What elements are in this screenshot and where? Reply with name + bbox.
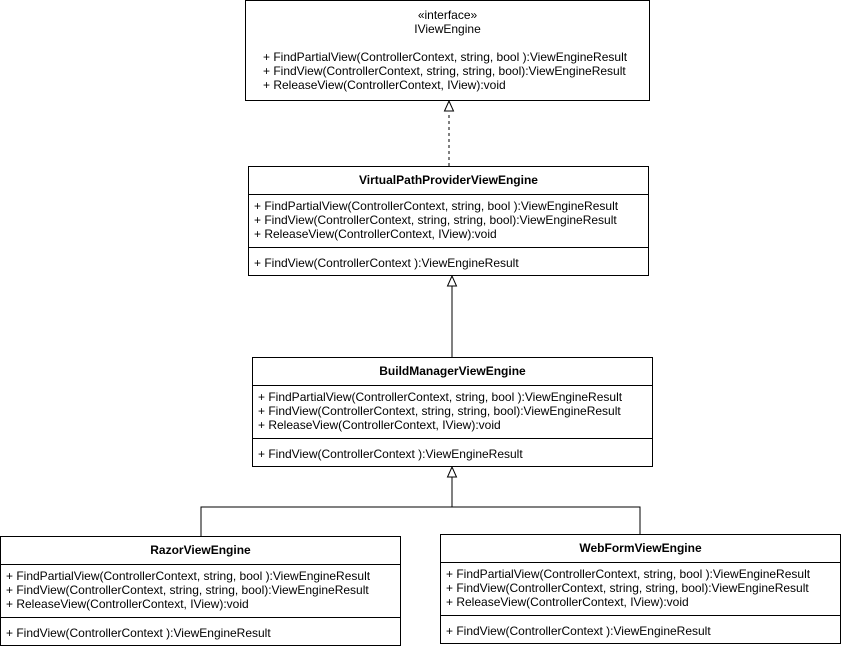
generalization-line-webform	[452, 506, 641, 534]
buildmanagerviewengine-class-box: BuildManagerViewEngine + FindPartialView…	[252, 357, 653, 467]
class-methods: + FindPartialView(ControllerContext, str…	[441, 563, 840, 615]
method-find-view: + FindView(ControllerContext, string, st…	[258, 404, 621, 418]
iviewengine-interface-box: «interface» IViewEngine + FindPartialVie…	[245, 0, 650, 101]
class-methods: + FindPartialView(ControllerContext, str…	[1, 565, 400, 617]
class-name: WebFormViewEngine	[579, 541, 702, 555]
method-release-view: + ReleaseView(ControllerContext, IView):…	[254, 227, 497, 241]
razorviewengine-class-box: RazorViewEngine + FindPartialView(Contro…	[0, 536, 401, 646]
class-methods: + FindPartialView(ControllerContext, str…	[253, 386, 652, 438]
method-find-view: + FindView(ControllerContext, string, st…	[6, 583, 369, 597]
class-name: RazorViewEngine	[150, 543, 251, 557]
method-find-partial-view: + FindPartialView(ControllerContext, str…	[258, 390, 623, 404]
generalization-arrowhead-vpp	[446, 274, 458, 287]
virtualpathproviderviewengine-class-box: VirtualPathProviderViewEngine + FindPart…	[248, 166, 649, 276]
realization-arrowhead	[443, 99, 455, 112]
generalization-arrowhead-buildmanager	[446, 465, 458, 478]
class-extra-method: + FindView(ControllerContext ):ViewEngin…	[446, 624, 711, 638]
method-release-view: + ReleaseView(ControllerContext, IView):…	[446, 595, 689, 609]
interface-name: IViewEngine	[414, 22, 481, 36]
class-name: BuildManagerViewEngine	[379, 364, 526, 378]
class-extra-method: + FindView(ControllerContext ):ViewEngin…	[254, 256, 519, 270]
method-release-view: + ReleaseView(ControllerContext, IView):…	[6, 597, 249, 611]
webformviewengine-class-box: WebFormViewEngine + FindPartialView(Cont…	[440, 534, 841, 644]
method-find-partial-view: + FindPartialView(ControllerContext, str…	[263, 50, 628, 64]
method-release-view: + ReleaseView(ControllerContext, IView):…	[263, 78, 506, 92]
method-find-partial-view: + FindPartialView(ControllerContext, str…	[254, 199, 619, 213]
method-find-view: + FindView(ControllerContext, string, st…	[263, 64, 626, 78]
class-name: VirtualPathProviderViewEngine	[359, 173, 538, 187]
class-methods: + FindPartialView(ControllerContext, str…	[249, 195, 648, 247]
generalization-line-razor	[200, 506, 452, 536]
interface-stereotype: «interface»	[417, 8, 478, 22]
method-find-view: + FindView(ControllerContext, string, st…	[446, 581, 809, 595]
class-extra-method: + FindView(ControllerContext ):ViewEngin…	[6, 626, 271, 640]
method-find-partial-view: + FindPartialView(ControllerContext, str…	[446, 567, 811, 581]
interface-methods: + FindPartialView(ControllerContext, str…	[246, 50, 649, 92]
method-find-view: + FindView(ControllerContext, string, st…	[254, 213, 617, 227]
method-find-partial-view: + FindPartialView(ControllerContext, str…	[6, 569, 371, 583]
class-extra-method: + FindView(ControllerContext ):ViewEngin…	[258, 447, 523, 461]
method-release-view: + ReleaseView(ControllerContext, IView):…	[258, 418, 501, 432]
